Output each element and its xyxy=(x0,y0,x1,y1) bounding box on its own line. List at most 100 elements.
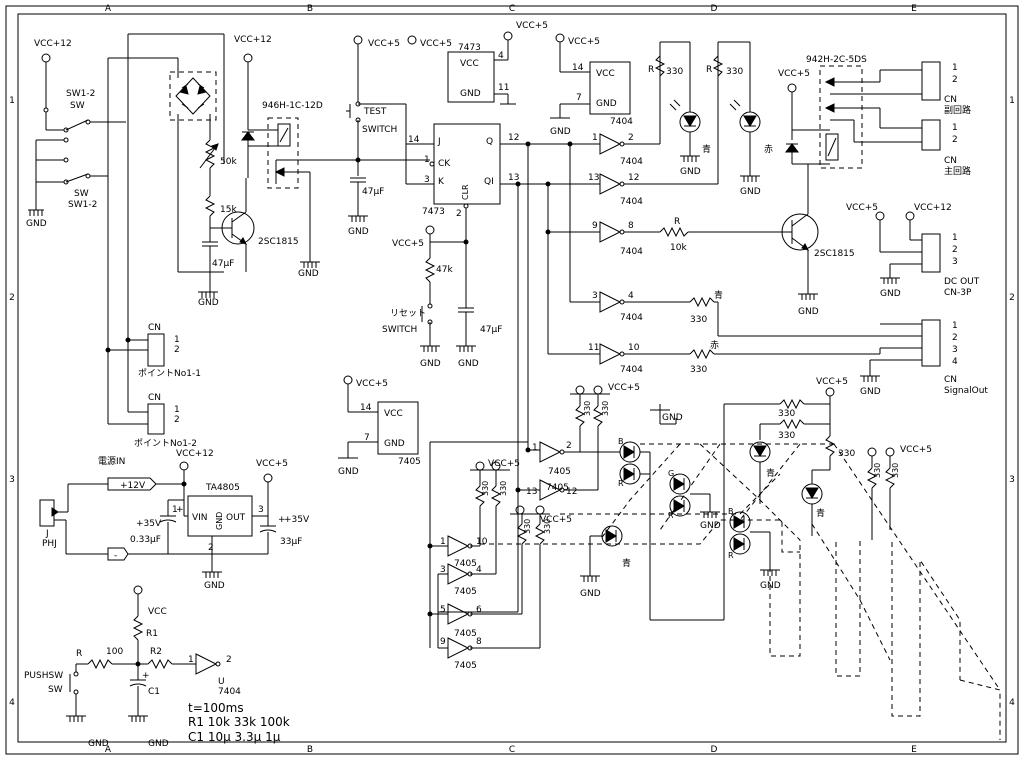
svg-text:CN: CN xyxy=(148,323,161,333)
timing-notes: t=100ms R1 10k 33k 100k C1 10µ 3.3µ 1µ xyxy=(188,701,290,744)
svg-text:5: 5 xyxy=(440,605,446,615)
svg-text:4: 4 xyxy=(628,291,634,301)
col-a-top: A xyxy=(105,4,112,14)
svg-text:VCC+12: VCC+12 xyxy=(234,35,272,45)
svg-text:CN: CN xyxy=(148,393,161,403)
resistor-330-signal-2: 330 赤 xyxy=(689,340,719,375)
svg-text:R: R xyxy=(706,65,712,75)
svg-text:330: 330 xyxy=(481,481,490,496)
svg-text:VCC+12: VCC+12 xyxy=(914,203,952,213)
col-e-bottom: E xyxy=(911,745,917,755)
connector-main-circuit: 1 2 CN 主回路 xyxy=(921,119,971,177)
svg-text:+: + xyxy=(176,505,184,515)
svg-text:DC OUT: DC OUT xyxy=(944,277,980,287)
capacitor-033uf: + +35V 0.33µF xyxy=(130,499,184,554)
gnd-led-pair-2: GND xyxy=(700,511,721,531)
svg-text:3: 3 xyxy=(440,565,446,575)
svg-text:2: 2 xyxy=(952,245,958,255)
svg-text:+12V: +12V xyxy=(120,481,146,491)
svg-text:946H-1C-12D: 946H-1C-12D xyxy=(262,101,323,111)
row-3-left: 3 xyxy=(9,475,15,485)
capacitor-47uf-test: 47µF xyxy=(350,177,384,216)
resistor-r-100: R 100 xyxy=(76,647,123,670)
svg-text:33µF: 33µF xyxy=(280,537,302,547)
svg-text:CK: CK xyxy=(438,159,451,169)
svg-text:7404: 7404 xyxy=(610,117,633,127)
power-input-label: 電源IN xyxy=(98,456,125,467)
col-b-top: B xyxy=(307,4,313,14)
svg-text:CN-3P: CN-3P xyxy=(944,288,972,298)
svg-text:9: 9 xyxy=(440,637,446,647)
inverter-7405-a: 1 2 7405 xyxy=(532,441,572,477)
svg-text:1: 1 xyxy=(952,123,958,133)
vcc5-right-led-group: VCC+5 330 330 330 xyxy=(724,377,855,471)
col-a-bottom: A xyxy=(105,745,112,755)
svg-text:2SC1815: 2SC1815 xyxy=(814,249,855,259)
led-pair-2: G R xyxy=(668,469,691,520)
svg-text:ポイントNo1-1: ポイントNo1-1 xyxy=(138,368,201,379)
svg-text:+35V: +35V xyxy=(284,515,310,525)
svg-text:12: 12 xyxy=(566,487,577,497)
svg-text:VCC+5: VCC+5 xyxy=(816,377,848,387)
svg-text:+: + xyxy=(142,671,150,681)
svg-text:1: 1 xyxy=(188,655,194,665)
svg-text:GND: GND xyxy=(298,269,319,279)
col-d-bottom: D xyxy=(711,745,718,755)
capacitor-c1: + C1 xyxy=(129,671,160,716)
inverter-7404-4: 3 4 7404 xyxy=(592,291,643,323)
svg-text:R: R xyxy=(76,649,82,659)
svg-text:TA4805: TA4805 xyxy=(205,483,240,493)
gnd-led-red-top: GND xyxy=(740,175,761,197)
svg-text:U: U xyxy=(218,677,225,687)
resistor-330-top-2: R 330 xyxy=(706,55,743,77)
svg-text:VCC+5: VCC+5 xyxy=(356,379,388,389)
svg-text:13: 13 xyxy=(508,173,519,183)
svg-text:R: R xyxy=(648,65,654,75)
led-red-top: 赤 xyxy=(729,99,773,176)
note-r1: R1 10k 33k 100k xyxy=(188,715,290,729)
svg-text:GND: GND xyxy=(798,307,819,317)
ic-7405-power: VCC+5 VCC GND 14 7 GND 7405 xyxy=(338,375,421,477)
svg-text:青: 青 xyxy=(622,557,631,569)
svg-text:K: K xyxy=(438,177,445,187)
vcc5-pullup-b: VCC+5 330 330 xyxy=(510,505,572,648)
relay-diode-1 xyxy=(241,131,255,178)
inverter-7404-3: 9 8 7404 xyxy=(592,221,643,257)
svg-text:SWITCH: SWITCH xyxy=(382,325,417,335)
gnd-led-blue-top: GND xyxy=(680,155,701,177)
svg-text:GND: GND xyxy=(420,359,441,369)
svg-text:VCC+5: VCC+5 xyxy=(368,39,400,49)
svg-text:OUT: OUT xyxy=(226,513,246,523)
svg-text:CN: CN xyxy=(944,375,957,385)
vcc5-reg-out: VCC+5 3 xyxy=(252,459,288,517)
col-e-top: E xyxy=(911,4,917,14)
svg-text:VCC+5: VCC+5 xyxy=(392,239,424,249)
svg-text:2: 2 xyxy=(174,345,180,355)
svg-text:G: G xyxy=(668,469,674,478)
svg-text:4: 4 xyxy=(952,357,958,367)
svg-text:4: 4 xyxy=(476,565,482,575)
svg-text:SW: SW xyxy=(74,189,89,199)
svg-text:GND: GND xyxy=(338,467,359,477)
vcc-debounce: VCC xyxy=(133,585,167,617)
svg-text:13: 13 xyxy=(526,487,537,497)
gnd-reset: GND GND xyxy=(420,345,479,369)
svg-text:GND: GND xyxy=(580,589,601,599)
dashed-track-wiring xyxy=(480,443,1001,740)
svg-text:330: 330 xyxy=(891,463,900,478)
vcc12-left-symbol: VCC+12 xyxy=(34,39,72,110)
svg-text:8: 8 xyxy=(476,637,482,647)
svg-text:2: 2 xyxy=(628,133,634,143)
svg-text:ポイントNo1-2: ポイントNo1-2 xyxy=(134,438,197,449)
gnd-debounce: GND GND xyxy=(66,715,169,749)
svg-text:赤: 赤 xyxy=(710,340,719,351)
gnd-led-blue-single: GND xyxy=(580,575,601,599)
svg-text:7405: 7405 xyxy=(454,587,477,597)
svg-text:+35V: +35V xyxy=(136,519,162,529)
connector-signal-out: 1 2 3 4 CN SignalOut xyxy=(921,319,988,396)
svg-text:R: R xyxy=(618,479,624,488)
svg-text:R1: R1 xyxy=(146,629,158,639)
dc-out-vcc5: VCC+5 xyxy=(846,203,922,253)
svg-text:R: R xyxy=(674,217,680,227)
svg-text:47µF: 47µF xyxy=(480,325,502,335)
